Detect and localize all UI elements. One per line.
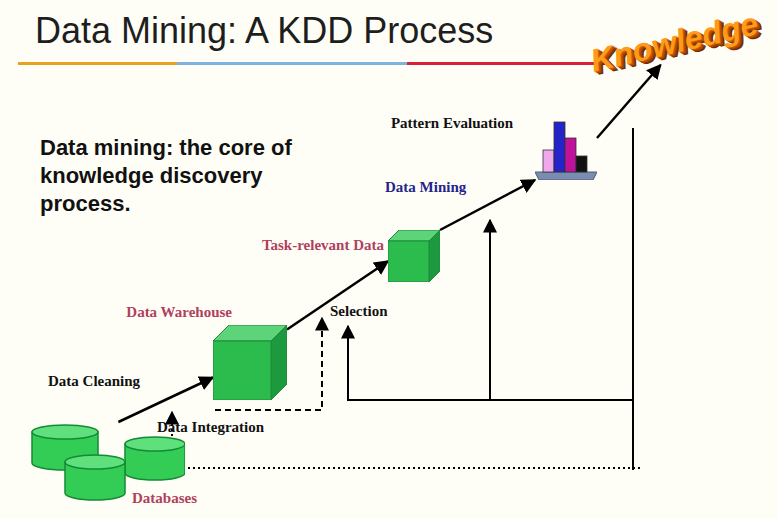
warehouse-cube: Data Warehouse xyxy=(213,325,287,400)
chart-bar xyxy=(543,150,554,172)
warehouse-cube-shape xyxy=(213,325,287,400)
feedback-line xyxy=(632,128,634,470)
chart-bar xyxy=(576,156,587,172)
title-underline xyxy=(18,62,608,65)
data-cube-shape xyxy=(388,230,440,282)
knowledge-text: Knowledge xyxy=(587,5,762,79)
node-label: Pattern Evaluation xyxy=(391,115,513,132)
slide-title: Data Mining: A KDD Process xyxy=(35,10,493,52)
cylinder-top xyxy=(125,437,185,451)
pattern-chart-shape xyxy=(535,120,597,180)
database-cylinder xyxy=(125,437,185,480)
pattern-chart: Pattern Evaluation xyxy=(535,120,597,180)
cylinder-top xyxy=(65,455,125,469)
database-group: Databases xyxy=(30,422,185,502)
node-label: Databases xyxy=(132,490,197,507)
step-label: Selection xyxy=(330,303,388,320)
node-label: Task-relevant Data xyxy=(262,237,384,254)
step-label: Data Mining xyxy=(385,179,466,196)
cube-side xyxy=(271,325,287,400)
chart-bar xyxy=(554,122,565,172)
cube-front xyxy=(213,341,271,400)
knowledge-word: Knowledge xyxy=(589,24,768,65)
node-label: Data Warehouse xyxy=(126,304,232,321)
data-cube: Task-relevant Data xyxy=(388,230,440,282)
step-label: Data Integration xyxy=(157,419,264,436)
flow-arrow xyxy=(287,261,388,329)
slide-note: Data mining: the core of knowledge disco… xyxy=(40,134,350,218)
feedback-line xyxy=(489,220,491,400)
step-label: Data Cleaning xyxy=(48,373,140,390)
chart-base xyxy=(535,172,597,180)
cube-front xyxy=(388,241,429,282)
chart-bar xyxy=(565,138,576,172)
cylinder-top xyxy=(32,425,98,439)
database-cylinder xyxy=(65,455,125,500)
cube-side xyxy=(429,230,440,282)
